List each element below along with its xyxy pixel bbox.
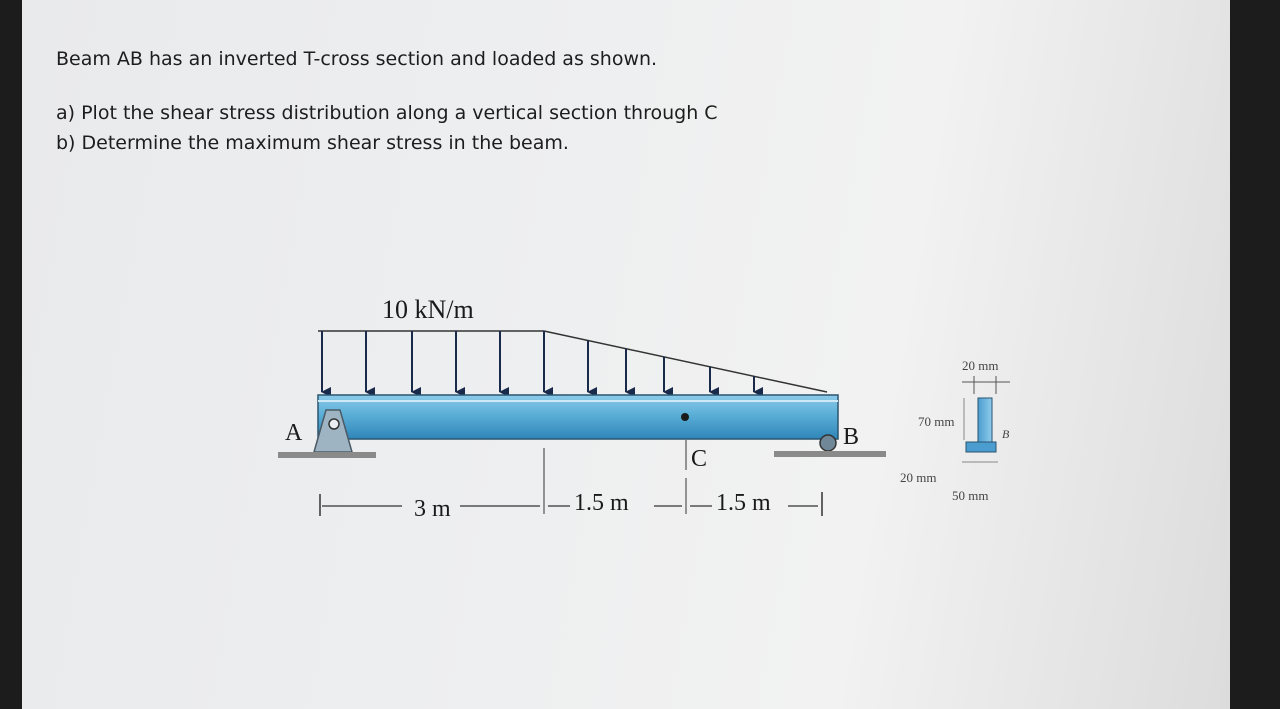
dim-label-3: 1.5 m	[716, 490, 771, 516]
beam	[317, 394, 839, 440]
section-label-web-height: 70 mm	[918, 414, 954, 429]
support-b	[774, 434, 886, 457]
screen: Beam AB has an inverted T-cross section …	[22, 0, 1230, 709]
dimension-lines	[319, 448, 823, 516]
point-c-label: C	[691, 446, 707, 472]
section-label-flange-width: 20 mm	[962, 358, 998, 373]
load-slope-line	[543, 330, 828, 393]
support-a-label: A	[285, 420, 303, 446]
distributed-load	[318, 330, 828, 397]
cross-section	[962, 376, 1010, 463]
support-b-roller	[819, 434, 837, 452]
support-a	[278, 409, 376, 458]
support-b-ground	[774, 451, 886, 457]
dim-label-2: 1.5 m	[574, 490, 629, 516]
support-a-ground	[278, 452, 376, 458]
section-label-point-b: B	[1002, 427, 1010, 441]
section-web	[977, 397, 993, 443]
beam-diagram: 10 kN/m A B C	[278, 295, 1010, 522]
load-label: 10 kN/m	[382, 295, 474, 324]
support-b-label: B	[843, 424, 859, 450]
section-label-base-thickness: 20 mm	[900, 470, 936, 485]
section-base	[965, 441, 997, 453]
beam-body	[317, 394, 839, 440]
dim-label-1: 3 m	[414, 496, 451, 522]
problem-part-a: a) Plot the shear stress distribution al…	[56, 102, 718, 124]
load-arrows	[321, 331, 763, 397]
problem-statement: Beam AB has an inverted T-cross section …	[56, 48, 658, 70]
support-a-hinge	[328, 418, 340, 430]
section-label-base-width: 50 mm	[952, 488, 988, 503]
problem-part-b: b) Determine the maximum shear stress in…	[56, 132, 569, 154]
point-c-marker	[681, 413, 689, 421]
